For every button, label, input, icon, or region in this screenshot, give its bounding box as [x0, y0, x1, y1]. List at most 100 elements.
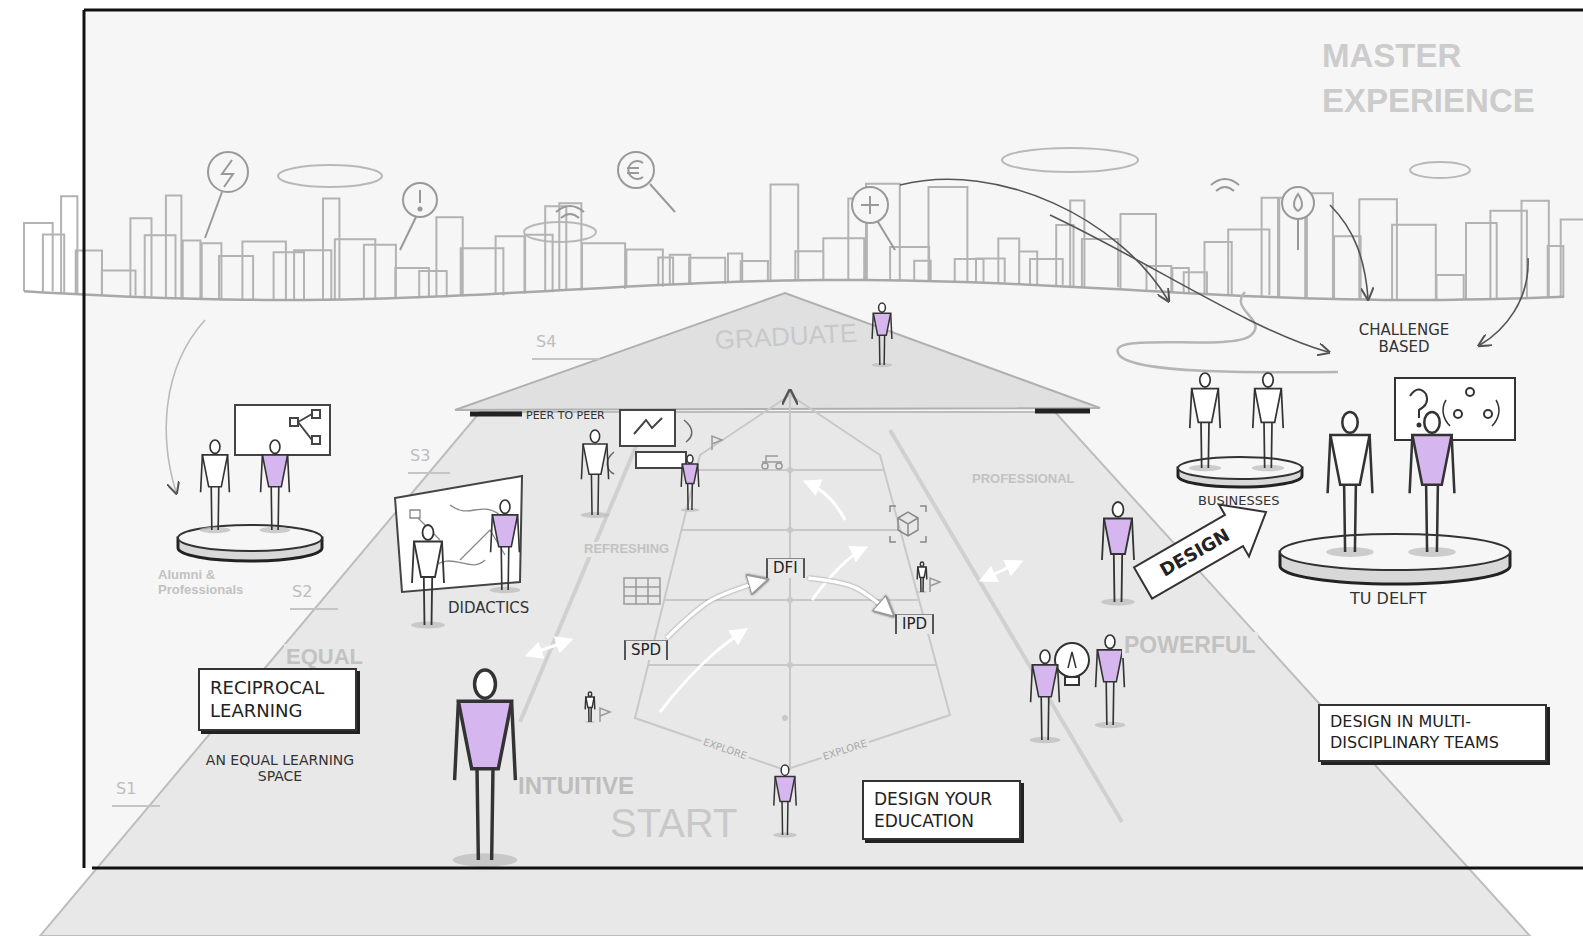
idea-bulb: [1065, 677, 1079, 685]
tile-symbol: [624, 578, 660, 604]
person-figure: [1030, 650, 1061, 743]
study-path-grid: [635, 395, 950, 770]
person-figure: [681, 464, 699, 510]
person-figure: [1030, 737, 1061, 743]
box-text: DESIGN YOUR EDUCATION: [874, 788, 1009, 832]
energy-icon: [205, 152, 248, 238]
person-figure: [1101, 502, 1135, 606]
person-figure: [1097, 650, 1122, 682]
peer-board: [607, 420, 692, 474]
lane-lines: [520, 425, 645, 722]
river: [1118, 292, 1338, 372]
challenge-arrows: [900, 179, 1168, 300]
s-markers: [112, 805, 160, 807]
arrow-shadow: [1035, 409, 1090, 414]
challenge-arrows: [1050, 215, 1328, 352]
peer-board: [607, 410, 692, 474]
challenge-arrows: [1480, 258, 1528, 345]
value-word: EQUAL: [284, 644, 365, 669]
box-text: SPD: [631, 642, 661, 659]
person-figure: [455, 701, 516, 860]
question-board: [1395, 378, 1515, 440]
network-board: [290, 418, 298, 426]
person-figure: [1408, 412, 1456, 557]
semester-marker: S1: [116, 780, 136, 798]
challenge-arrows: [1330, 205, 1368, 298]
cube-symbol: [898, 512, 918, 536]
person-figure: [1102, 519, 1134, 603]
person-figure: [581, 512, 610, 518]
person-figure: [261, 455, 290, 530]
person-figure: [1190, 389, 1220, 468]
semester-marker: S4: [536, 333, 556, 351]
person-figure: [585, 721, 595, 723]
question-board: [1443, 400, 1499, 426]
track-box: IPD: [895, 614, 934, 634]
water-icon: [1294, 194, 1302, 211]
business-platform: [1178, 457, 1302, 479]
person-figure: [411, 622, 445, 629]
s-markers: [112, 359, 600, 806]
person-figure: [492, 515, 517, 547]
person-figure: [1031, 665, 1060, 740]
person-figure: [411, 525, 445, 629]
person-figure: [491, 515, 520, 590]
person-figure: [918, 567, 926, 578]
person-figure: [201, 455, 230, 530]
person-figure: [1189, 373, 1221, 471]
person-figure: [583, 444, 607, 474]
banner-text: DESIGN: [1157, 525, 1234, 581]
clouds: [1002, 148, 1138, 172]
people: [200, 303, 1456, 867]
value-word: INTUITIVE: [518, 772, 634, 800]
person-figure: [1192, 389, 1219, 423]
person-figure: [1326, 547, 1374, 557]
person-figure: [458, 701, 511, 768]
box-text: DESIGN IN MULTI-DISCIPLINARY TEAMS: [1330, 712, 1535, 754]
platform-label: TU DELFT: [1350, 590, 1427, 608]
box-text: RECIPROCAL LEARNING: [210, 676, 345, 723]
network-board: [312, 410, 320, 418]
energy-icon: [208, 152, 248, 192]
person-figure: [588, 692, 591, 696]
health-icon: [852, 187, 888, 223]
progress-arrows: [812, 548, 865, 600]
progress-arrows: [660, 482, 865, 712]
flags: [600, 708, 610, 722]
person-figure: [871, 303, 892, 367]
person-figure: [781, 765, 789, 775]
page-title: MASTER EXPERIENCE: [1322, 34, 1577, 123]
alumni-platform: [178, 525, 322, 551]
person-figure: [585, 692, 595, 723]
alert-icon: [400, 183, 437, 250]
person-figure: [872, 313, 892, 365]
frame: [92, 867, 1583, 870]
person-figure: [1113, 502, 1124, 517]
flags: [930, 578, 940, 592]
person-figure: [773, 833, 797, 838]
frame: [84, 10, 1583, 868]
university-platform: [1280, 534, 1510, 570]
person-figure: [475, 670, 496, 698]
frame: [83, 10, 86, 868]
grid-dots: [782, 467, 793, 721]
flags: [762, 456, 782, 462]
energy-icon: [205, 192, 222, 238]
person-figure: [1412, 435, 1451, 485]
person-figure: [917, 591, 927, 593]
person-figure: [1095, 722, 1126, 728]
person-figure: [500, 500, 510, 513]
progress-arrow: [808, 578, 891, 614]
person-figure: [1255, 389, 1282, 423]
wifi-symbol: [1211, 179, 1239, 191]
person-figure: [774, 777, 796, 835]
person-figure: [917, 562, 927, 593]
person-figure: [490, 587, 521, 593]
person-figure: [1424, 412, 1439, 433]
person-figure: [687, 455, 693, 463]
person-figure: [1330, 435, 1369, 485]
